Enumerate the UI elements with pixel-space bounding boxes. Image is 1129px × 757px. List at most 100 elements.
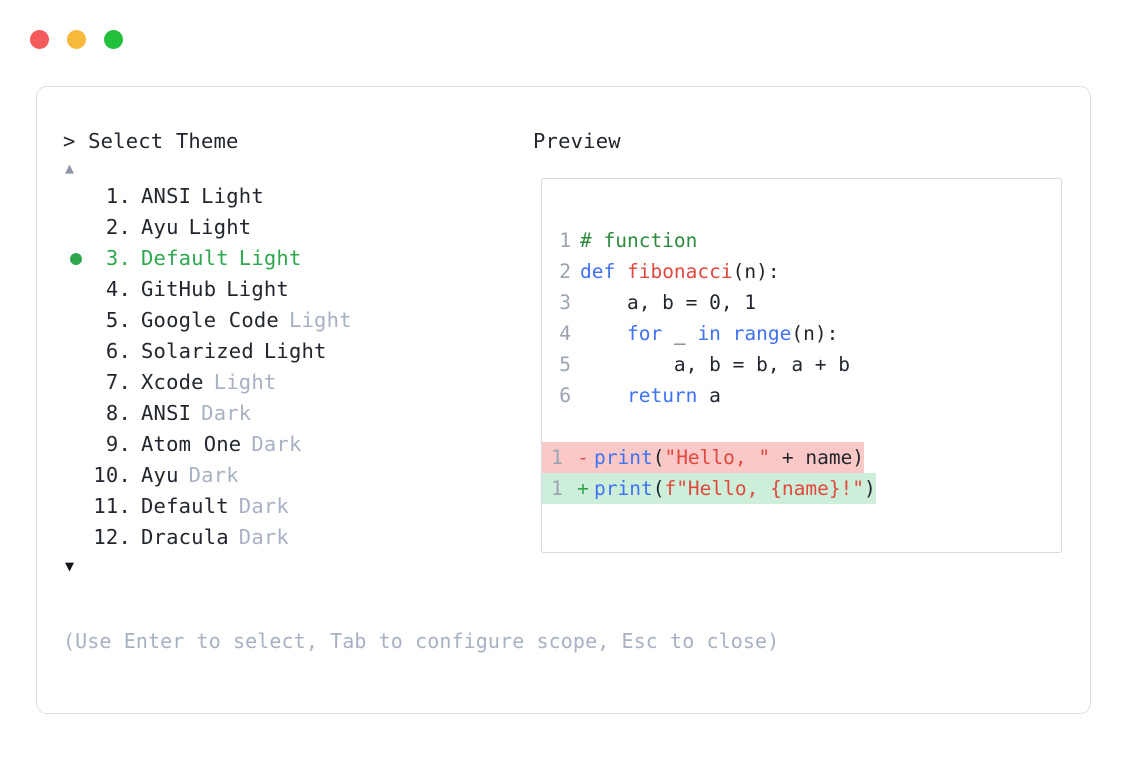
- code-token-plain: [580, 384, 627, 407]
- theme-item-variant: Light: [263, 339, 327, 363]
- code-token-keyword: in: [697, 322, 721, 345]
- diff-line-del: 1-print("Hello, " + name): [542, 442, 865, 473]
- theme-item-variant: Light: [238, 246, 302, 270]
- code-line: 6 return a: [542, 380, 1061, 411]
- theme-item-number: 9.: [105, 432, 131, 456]
- line-number: 1: [551, 477, 563, 500]
- theme-list-item[interactable]: 5. Google Code Light: [63, 305, 533, 336]
- code-line-text: # function: [580, 225, 697, 256]
- code-token-plain: a: [697, 384, 721, 407]
- code-token-func: fibonacci: [626, 260, 733, 283]
- preview-code-box: 1 # function 2 def fibonacci(n): 3 a, b = 0,…: [541, 178, 1062, 553]
- line-number: 4: [559, 322, 571, 345]
- code-token-plain: a, b = 0, 1: [580, 291, 757, 314]
- code-token-plain: a, b = b, a + b: [580, 353, 851, 376]
- theme-item-variant: Light: [188, 215, 252, 239]
- code-token-plain: (: [652, 477, 665, 500]
- code-token-plain: ): [864, 477, 876, 500]
- code-token-plain: (: [652, 446, 665, 469]
- theme-list-item[interactable]: 11. Default Dark: [63, 491, 533, 522]
- code-line: 2 def fibonacci(n):: [542, 256, 1061, 287]
- code-line-text: print(f"Hello, {name}!"): [594, 473, 876, 504]
- theme-list-item[interactable]: 12. Dracula Dark: [63, 522, 533, 553]
- theme-item-name: Xcode: [141, 370, 204, 394]
- preview-diff-lines: 1-print("Hello, " + name)1+print(f"Hello…: [542, 442, 1061, 504]
- theme-list-item[interactable]: 3. Default Light: [63, 243, 533, 274]
- theme-item-name: Atom One: [141, 432, 242, 456]
- theme-item-name: Solarized: [141, 339, 254, 363]
- line-number: 1: [559, 229, 571, 252]
- minimize-dot[interactable]: [67, 30, 86, 49]
- theme-item-number: 4.: [105, 277, 131, 301]
- theme-list-item[interactable]: 2. Ayu Light: [63, 212, 533, 243]
- theme-item-name: Google Code: [141, 308, 279, 332]
- code-token-string: f"Hello, {name}!": [664, 477, 865, 500]
- diff-marker: +: [577, 477, 589, 500]
- code-line-text: def fibonacci(n):: [580, 256, 780, 287]
- theme-item-variant: Light: [288, 308, 352, 332]
- scroll-down-indicator[interactable]: ▼: [65, 557, 75, 575]
- line-number: 6: [559, 384, 571, 407]
- theme-list-item[interactable]: 1. ANSI Light: [63, 181, 533, 212]
- code-token-plain: [721, 322, 733, 345]
- theme-item-number: 8.: [105, 401, 131, 425]
- theme-item-number: 5.: [105, 308, 131, 332]
- theme-item-name: Default: [141, 246, 229, 270]
- diff-marker: -: [577, 446, 589, 469]
- theme-item-number: 1.: [105, 184, 131, 208]
- theme-item-variant: Dark: [188, 463, 239, 487]
- theme-item-number: 12.: [93, 525, 131, 549]
- maximize-dot[interactable]: [104, 30, 123, 49]
- theme-item-number: 6.: [105, 339, 131, 363]
- theme-item-name: ANSI: [141, 184, 192, 208]
- theme-item-variant: Light: [201, 184, 264, 208]
- theme-item-number: 11.: [93, 494, 131, 518]
- code-token-keyword: print: [594, 446, 653, 469]
- select-theme-prompt: > Select Theme: [63, 129, 239, 153]
- code-token-plain: [580, 322, 627, 345]
- theme-item-variant: Dark: [201, 401, 252, 425]
- line-number: 3: [559, 291, 571, 314]
- diff-line-add: 1 +print(f"Hello, {name}!"): [542, 473, 876, 504]
- theme-item-name: Dracula: [141, 525, 229, 549]
- close-dot[interactable]: [30, 30, 49, 49]
- code-line-text: for _ in range(n):: [580, 318, 838, 349]
- code-line: 1 # function: [542, 225, 1061, 256]
- code-token-keyword: return: [626, 384, 698, 407]
- code-line-text: a, b = b, a + b: [580, 349, 850, 380]
- code-gap: [542, 411, 1061, 442]
- code-line: 5 a, b = b, a + b: [542, 349, 1061, 380]
- code-token-string: "Hello, ": [664, 446, 771, 469]
- theme-list-item[interactable]: 7. Xcode Light: [63, 367, 533, 398]
- scroll-up-indicator[interactable]: ▲: [65, 159, 75, 177]
- theme-list-item[interactable]: 6. Solarized Light: [63, 336, 533, 367]
- theme-item-name: Default: [141, 494, 229, 518]
- code-token-keyword: print: [594, 477, 653, 500]
- theme-item-number: 2.: [105, 215, 131, 239]
- code-line-text: return a: [580, 380, 721, 411]
- theme-item-number: 7.: [105, 370, 131, 394]
- code-token-plain: (n):: [791, 322, 839, 345]
- selection-bullet-slot: [63, 252, 89, 265]
- theme-item-name: Ayu: [141, 215, 179, 239]
- theme-item-variant: Dark: [251, 432, 302, 456]
- code-line-text: a, b = 0, 1: [580, 287, 756, 318]
- code-line: 4 for _ in range(n):: [542, 318, 1061, 349]
- line-number: 2: [559, 260, 571, 283]
- code-token-plain: + name): [770, 446, 865, 469]
- theme-item-variant: Light: [213, 370, 277, 394]
- theme-item-variant: Dark: [238, 525, 289, 549]
- theme-item-variant: Dark: [238, 494, 289, 518]
- theme-item-number: 3.: [105, 246, 131, 270]
- keyboard-hint: (Use Enter to select, Tab to configure s…: [63, 629, 780, 653]
- line-number: 1: [551, 446, 563, 469]
- selected-bullet-icon: [70, 252, 82, 265]
- theme-list-item[interactable]: 9. Atom One Dark: [63, 429, 533, 460]
